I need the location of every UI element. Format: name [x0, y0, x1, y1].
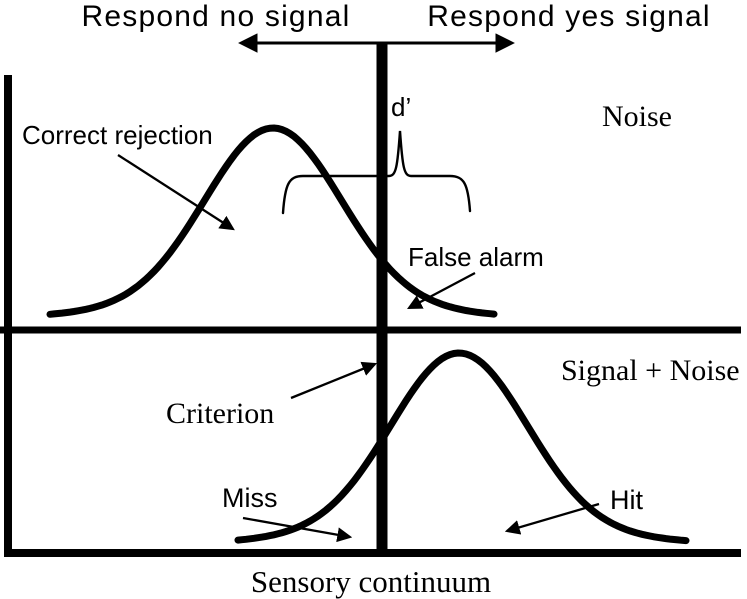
label-noise-distribution: Noise [602, 100, 672, 133]
noise-distribution-curve [46, 124, 498, 318]
d-prime-brace [281, 130, 472, 215]
hit-arrow [504, 502, 600, 535]
label-signal-noise-distribution: Signal + Noise [561, 354, 740, 387]
label-miss: Miss [222, 483, 278, 513]
label-correct-rejection: Correct rejection [22, 120, 213, 150]
miss-arrow [242, 516, 353, 543]
label-false-alarm: False alarm [408, 242, 544, 272]
d-prime-label: d’ [391, 92, 412, 122]
signal-noise-distribution-curve [234, 349, 690, 545]
label-respond-yes-signal: Respond yes signal [427, 0, 711, 33]
false-alarm-arrow [407, 271, 476, 310]
label-respond-no-signal: Respond no signal [81, 0, 351, 33]
correct-rejection-arrow [117, 154, 235, 231]
label-hit: Hit [610, 485, 643, 515]
label-criterion: Criterion [166, 397, 275, 430]
criterion-arrow [290, 361, 378, 400]
label-sensory-continuum: Sensory continuum [250, 564, 492, 599]
